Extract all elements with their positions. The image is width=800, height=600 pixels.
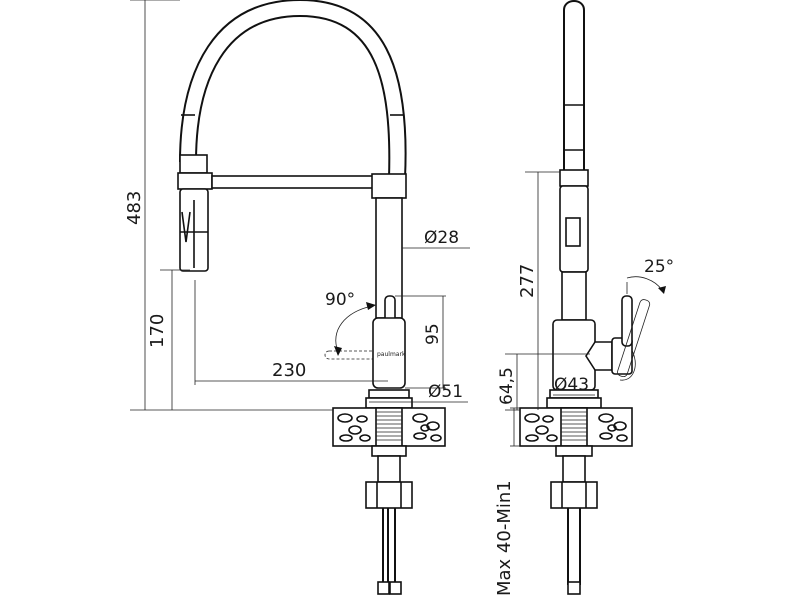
spout-arch-outer <box>179 0 407 179</box>
spray-collar <box>179 154 208 174</box>
mounting-nut-side <box>550 481 598 509</box>
mounting-nut-front <box>365 481 413 509</box>
dim-swivel-angle: 90° <box>325 290 355 310</box>
spray-holder-bar <box>211 175 381 189</box>
swivel-arc <box>335 305 373 353</box>
dim-side-height: 277 <box>517 264 538 298</box>
dim-base-diameter: Ø51 <box>428 382 463 402</box>
dim-side-base-height: 64,5 <box>497 367 517 405</box>
front-view: paulmark <box>177 0 446 595</box>
side-lever <box>621 295 633 347</box>
pebble-hatch-front <box>337 413 442 442</box>
side-dimensions: 277 25° 64,5 Ø43 Max 40-Min1 <box>494 171 674 596</box>
side-column <box>561 271 587 321</box>
dim-lever-angle: 25° <box>644 257 674 277</box>
dim-height-spout: 170 <box>147 314 168 348</box>
faucet-body <box>372 317 406 389</box>
side-view <box>519 0 651 595</box>
dim-mount-thickness: Max 40-Min1 <box>494 480 515 596</box>
brand-label: paulmark <box>377 351 406 358</box>
pebble-hatch-side <box>524 413 628 442</box>
front-dimensions: 483 170 230 Ø28 95 Ø51 90° <box>124 0 470 411</box>
dim-side-diameter: Ø43 <box>554 375 589 395</box>
dim-lever-height: 95 <box>423 323 443 345</box>
dim-reach: 230 <box>272 360 306 381</box>
spout-arch-inner <box>195 14 391 179</box>
dim-height-total: 483 <box>124 191 145 225</box>
dim-body-diameter: Ø28 <box>424 228 459 248</box>
